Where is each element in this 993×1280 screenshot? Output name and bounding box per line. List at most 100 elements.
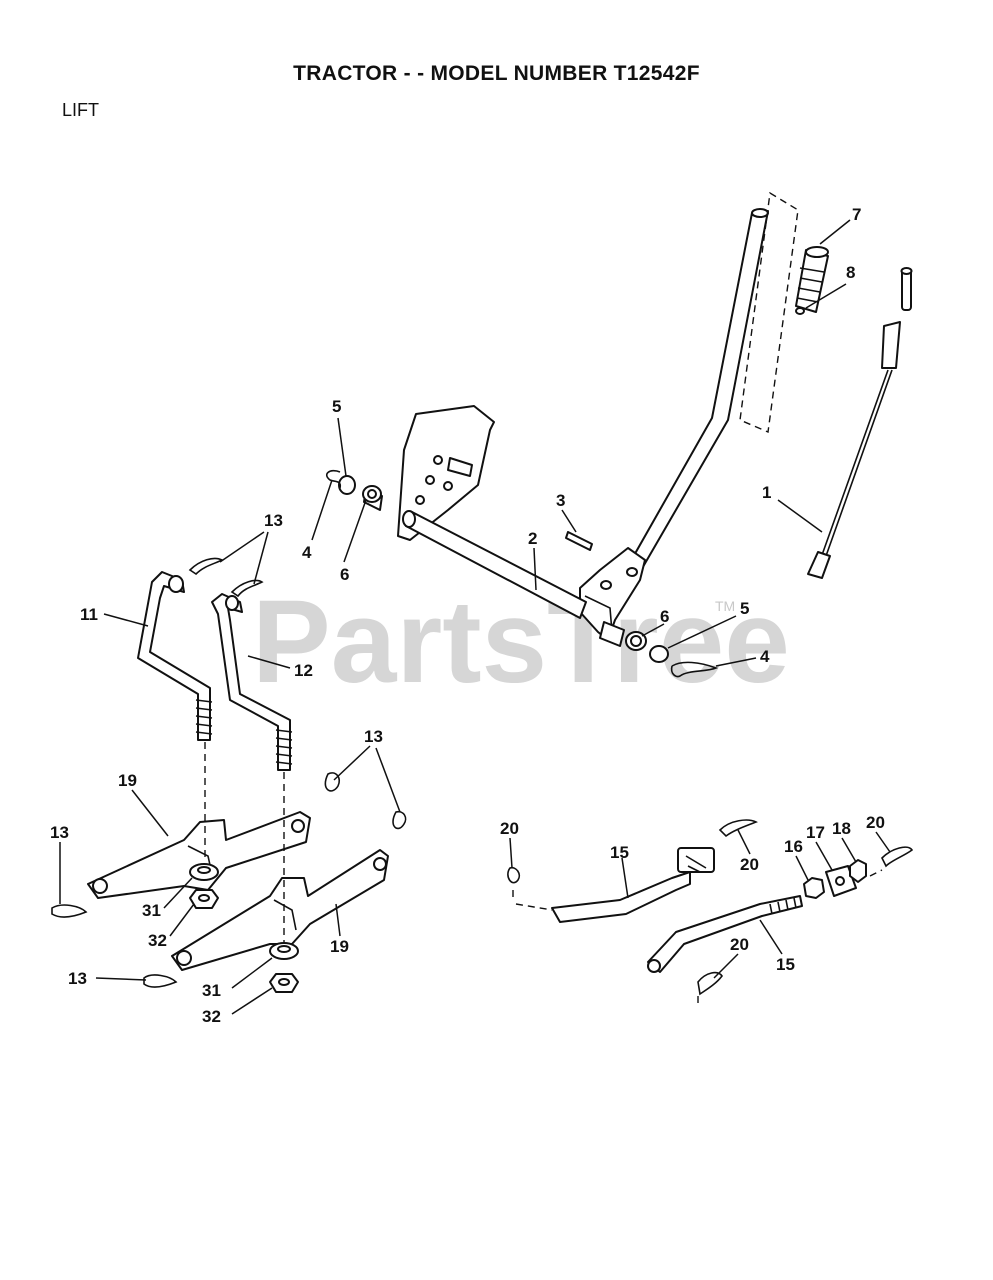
hairpin-arm-4[interactable]	[143, 974, 178, 988]
leader-13a-1	[219, 531, 265, 563]
leader-16	[795, 855, 809, 881]
callout-32a: 32	[148, 931, 167, 950]
lift-rod[interactable]	[807, 267, 913, 579]
callout-13d: 13	[68, 969, 87, 988]
assembly-line-3	[512, 890, 553, 911]
hairpin-arm-1[interactable]	[324, 772, 341, 792]
section-label: LIFT	[62, 100, 100, 120]
nut-32-lower[interactable]	[269, 973, 299, 993]
lift-link-left[interactable]	[137, 571, 213, 741]
callout-5a: 5	[332, 397, 341, 416]
leader-6b	[641, 623, 665, 637]
roll-pin[interactable]	[565, 531, 593, 551]
nut-32-upper[interactable]	[189, 889, 219, 909]
leader-13b-2	[375, 747, 401, 813]
washer-right[interactable]	[649, 645, 669, 663]
grip-cap[interactable]	[795, 307, 805, 315]
callout-7: 7	[852, 205, 861, 224]
watermark-tm: TM	[715, 598, 735, 614]
leader-15a	[621, 857, 629, 899]
hairpin-20-d[interactable]	[697, 971, 723, 996]
callout-19a: 19	[118, 771, 137, 790]
leader-12	[247, 655, 291, 669]
callout-4a: 4	[302, 543, 312, 562]
leader-18	[841, 837, 857, 863]
callout-13c: 13	[50, 823, 69, 842]
callout-6a: 6	[340, 565, 349, 584]
callout-19b: 19	[330, 937, 349, 956]
callout-3: 3	[556, 491, 565, 510]
leader-4a	[311, 479, 333, 541]
lift-rod-lower[interactable]	[647, 895, 803, 973]
leader-20d	[713, 953, 739, 979]
leader-15b	[759, 919, 783, 955]
nut-18[interactable]	[849, 859, 867, 883]
leader-3	[561, 509, 577, 533]
callout-13a: 13	[264, 511, 283, 530]
hairpin-link-2[interactable]	[230, 579, 264, 598]
assembly-line-4	[869, 869, 883, 877]
hairpin-arm-3[interactable]	[51, 904, 88, 918]
lift-rod-upper[interactable]	[551, 847, 715, 923]
washer-left[interactable]	[338, 475, 356, 495]
lift-link-right[interactable]	[211, 593, 293, 771]
callout-13b: 13	[364, 727, 383, 746]
nut-16[interactable]	[803, 877, 825, 899]
hairpin-20-a[interactable]	[507, 866, 521, 884]
leader-13b-1	[333, 745, 371, 781]
leader-13d	[95, 977, 147, 981]
callout-8: 8	[846, 263, 855, 282]
mounting-plate[interactable]	[397, 405, 495, 541]
leader-6a	[343, 499, 367, 563]
callout-6b: 6	[660, 607, 669, 626]
callout-16: 16	[784, 837, 803, 856]
hair-clip-left[interactable]	[325, 469, 342, 489]
washer-31-lower[interactable]	[269, 942, 299, 960]
lift-shaft[interactable]	[402, 510, 587, 619]
callout-32b: 32	[202, 1007, 221, 1026]
hairpin-20-c[interactable]	[881, 846, 914, 868]
callout-15a: 15	[610, 843, 629, 862]
ferrule-block-17[interactable]	[825, 865, 857, 897]
hairpin-20-b[interactable]	[718, 819, 758, 838]
leader-2	[533, 547, 537, 591]
leader-20a	[509, 837, 513, 869]
callout-5b: 5	[740, 599, 749, 618]
grip-outline	[739, 191, 799, 434]
callout-1: 1	[762, 483, 771, 502]
callout-20d: 20	[730, 935, 749, 954]
leader-13a-2	[253, 531, 269, 585]
hairpin-arm-2[interactable]	[392, 810, 407, 830]
leader-11	[103, 613, 149, 627]
callout-20b: 20	[740, 855, 759, 874]
leader-19a	[131, 789, 169, 837]
leader-7	[819, 219, 851, 245]
callout-20c: 20	[866, 813, 885, 832]
lift-arm-lower[interactable]	[171, 849, 389, 971]
lift-handle[interactable]	[579, 208, 769, 641]
leader-31a	[163, 877, 193, 909]
leader-31b	[231, 957, 273, 989]
diagram-title: TRACTOR - - MODEL NUMBER T12542F	[293, 62, 700, 85]
callout-12: 12	[294, 661, 313, 680]
leader-8	[805, 283, 847, 309]
callout-2: 2	[528, 529, 537, 548]
hairpin-link-1[interactable]	[188, 557, 224, 576]
bushing-left[interactable]	[362, 485, 383, 511]
leader-4b	[715, 657, 757, 667]
callout-31b: 31	[202, 981, 221, 1000]
washer-31-upper[interactable]	[189, 863, 219, 881]
leader-32b	[231, 987, 273, 1015]
leader-5a	[337, 417, 347, 477]
lift-arm-upper[interactable]	[87, 811, 311, 899]
callout-17: 17	[806, 823, 825, 842]
hair-clip-right[interactable]	[670, 661, 719, 678]
callout-15b: 15	[776, 955, 795, 974]
callout-18: 18	[832, 819, 851, 838]
callout-11: 11	[80, 605, 98, 624]
bushing-right[interactable]	[599, 621, 647, 651]
leader-17	[815, 841, 833, 871]
callout-4b: 4	[760, 647, 770, 666]
leader-1	[777, 499, 823, 533]
handle-grip[interactable]	[795, 246, 829, 313]
